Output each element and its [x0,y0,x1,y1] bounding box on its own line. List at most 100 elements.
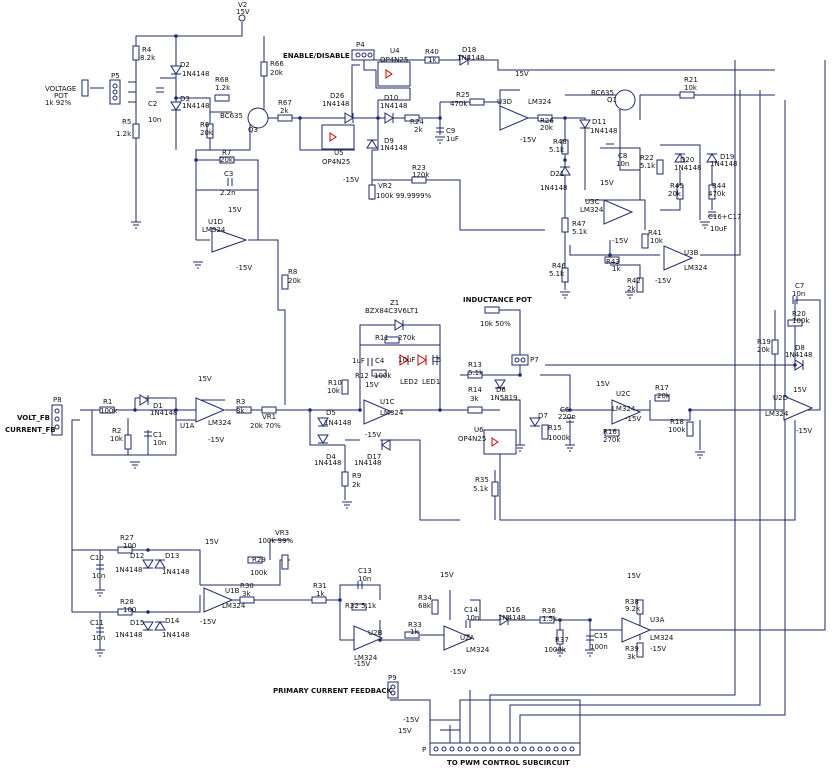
ref-r48: R48 [553,138,567,146]
ref-d12: D12 [130,552,144,560]
resistor-r18 [686,421,694,437]
val-r10: 10k [327,387,341,395]
val-r21: 10k [684,84,698,92]
source-v2 [238,14,246,22]
label-neg15-u1b: -15V [200,618,216,626]
val-r6: 20k [200,129,214,137]
label-neg15-u3d: -15V [520,136,536,144]
val-r34: 68k [418,602,432,610]
capacitor-c16 [708,211,716,217]
val-d19: 1N4148 [710,160,738,168]
val-d13: 1N4148 [162,568,190,576]
pot-inductance [484,306,500,314]
ref-c10: C10 [90,554,104,562]
ref-r33: R33 [408,621,422,629]
ref-u4: U4 [390,47,400,55]
val-u2d: LM324 [765,410,789,418]
val-u3b: LM324 [684,264,708,272]
label-pos15-u1b: 15V [205,538,219,546]
resistor-r34 [431,599,439,615]
ref-r2: R2 [112,427,121,435]
transistor-q3 [247,107,269,129]
capacitor-c3 [227,178,233,186]
ref-c13: C13 [358,567,372,575]
val-q1: BC635 [591,89,614,97]
val-r19: 20k [757,346,771,354]
val-r37: 1000k [544,646,567,654]
label-p9: P9 [388,674,397,682]
label-pos15-u1a: 15V [198,375,212,383]
label-neg15-u3a: -15V [650,645,666,653]
resistor-r40 [424,56,440,64]
val-u1d: LM324 [202,226,226,234]
label-v2-value: 15V [236,8,250,16]
opamp-u2d [783,395,814,421]
resistor-r28 [117,608,133,616]
ref-r35: R35 [475,476,489,484]
val-c2: 10n [148,116,161,124]
val-r32: 5.1k [361,602,377,610]
ref-c15: C15 [594,632,608,640]
ref-d5: D5 [326,409,336,417]
optocoupler-u5 [321,124,355,150]
ref-r34: R34 [418,594,432,602]
val-r66: 20k [270,69,284,77]
val-r35: 5.1k [473,485,489,493]
resistor-r13 [467,371,483,379]
resistor-r1 [99,406,115,414]
val-d17: 1N4148 [354,459,382,467]
ref-r47: R47 [572,220,586,228]
label-voltage-pot-2: POT [54,92,69,100]
val-c13: 10n [358,575,371,583]
ground-symbols [95,136,710,657]
connector-p9 [387,681,399,699]
val-d12: 1N4148 [115,566,143,574]
ref-c4: C4 [375,357,385,365]
label-voltage-pot-1: VOLTAGE [45,85,76,93]
resistor-r3 [236,406,252,414]
resistor-r38 [636,599,644,615]
ref-r29: R29 [252,556,266,564]
resistor-r68 [214,94,230,102]
val-u3d: LM324 [528,98,552,106]
opamp-u1c [363,399,394,425]
capacitor-c10 [96,564,104,570]
val-u3a: LM324 [650,634,674,642]
val-d14: 1N4148 [162,631,190,639]
val-r28: 100 [123,606,136,614]
val-r2: 10k [110,435,124,443]
val-r22: 5.1k [640,162,656,170]
label-neg15-u2b: -15V [354,660,370,668]
ref-r9: R9 [352,472,361,480]
ref-d26: D26 [330,92,345,100]
resistor-r10 [341,379,349,395]
led-2-symbol [399,354,409,366]
resistor-r8 [281,274,289,290]
ref-r31: R31 [313,582,327,590]
label-neg15-bottom-1: -15V [403,716,419,724]
diode-d11 [579,119,591,129]
resistor-r11 [384,336,400,344]
ref-r16: R16 [603,428,617,436]
capacitor-c5 [432,355,438,365]
val-r43: 1k [612,265,621,273]
ref-vr1: VR1 [262,413,276,421]
ref-z1: Z1 [390,299,399,307]
val-d16: 1N4148 [498,614,526,622]
ref-u3b: U3B [684,249,699,257]
resistor-r7 [219,156,235,164]
opamp-u3c [603,199,634,225]
capacitor-c13 [357,581,363,589]
val-r33: 1k [410,628,419,636]
val-r68: 1.2k [215,84,231,92]
val-d15: 1N4148 [115,631,143,639]
val-c11: 10n [92,634,105,642]
val-u2c: LM324 [612,405,636,413]
opamp-u1b [203,587,234,613]
ref-d4: D4 [326,453,336,461]
ref-vr3: VR3 [275,529,289,537]
ref-d19: D19 [720,153,734,161]
capacitor-c8 [606,143,614,149]
ref-c1: C1 [153,431,162,439]
label-pos15-u2a: 15V [440,571,454,579]
